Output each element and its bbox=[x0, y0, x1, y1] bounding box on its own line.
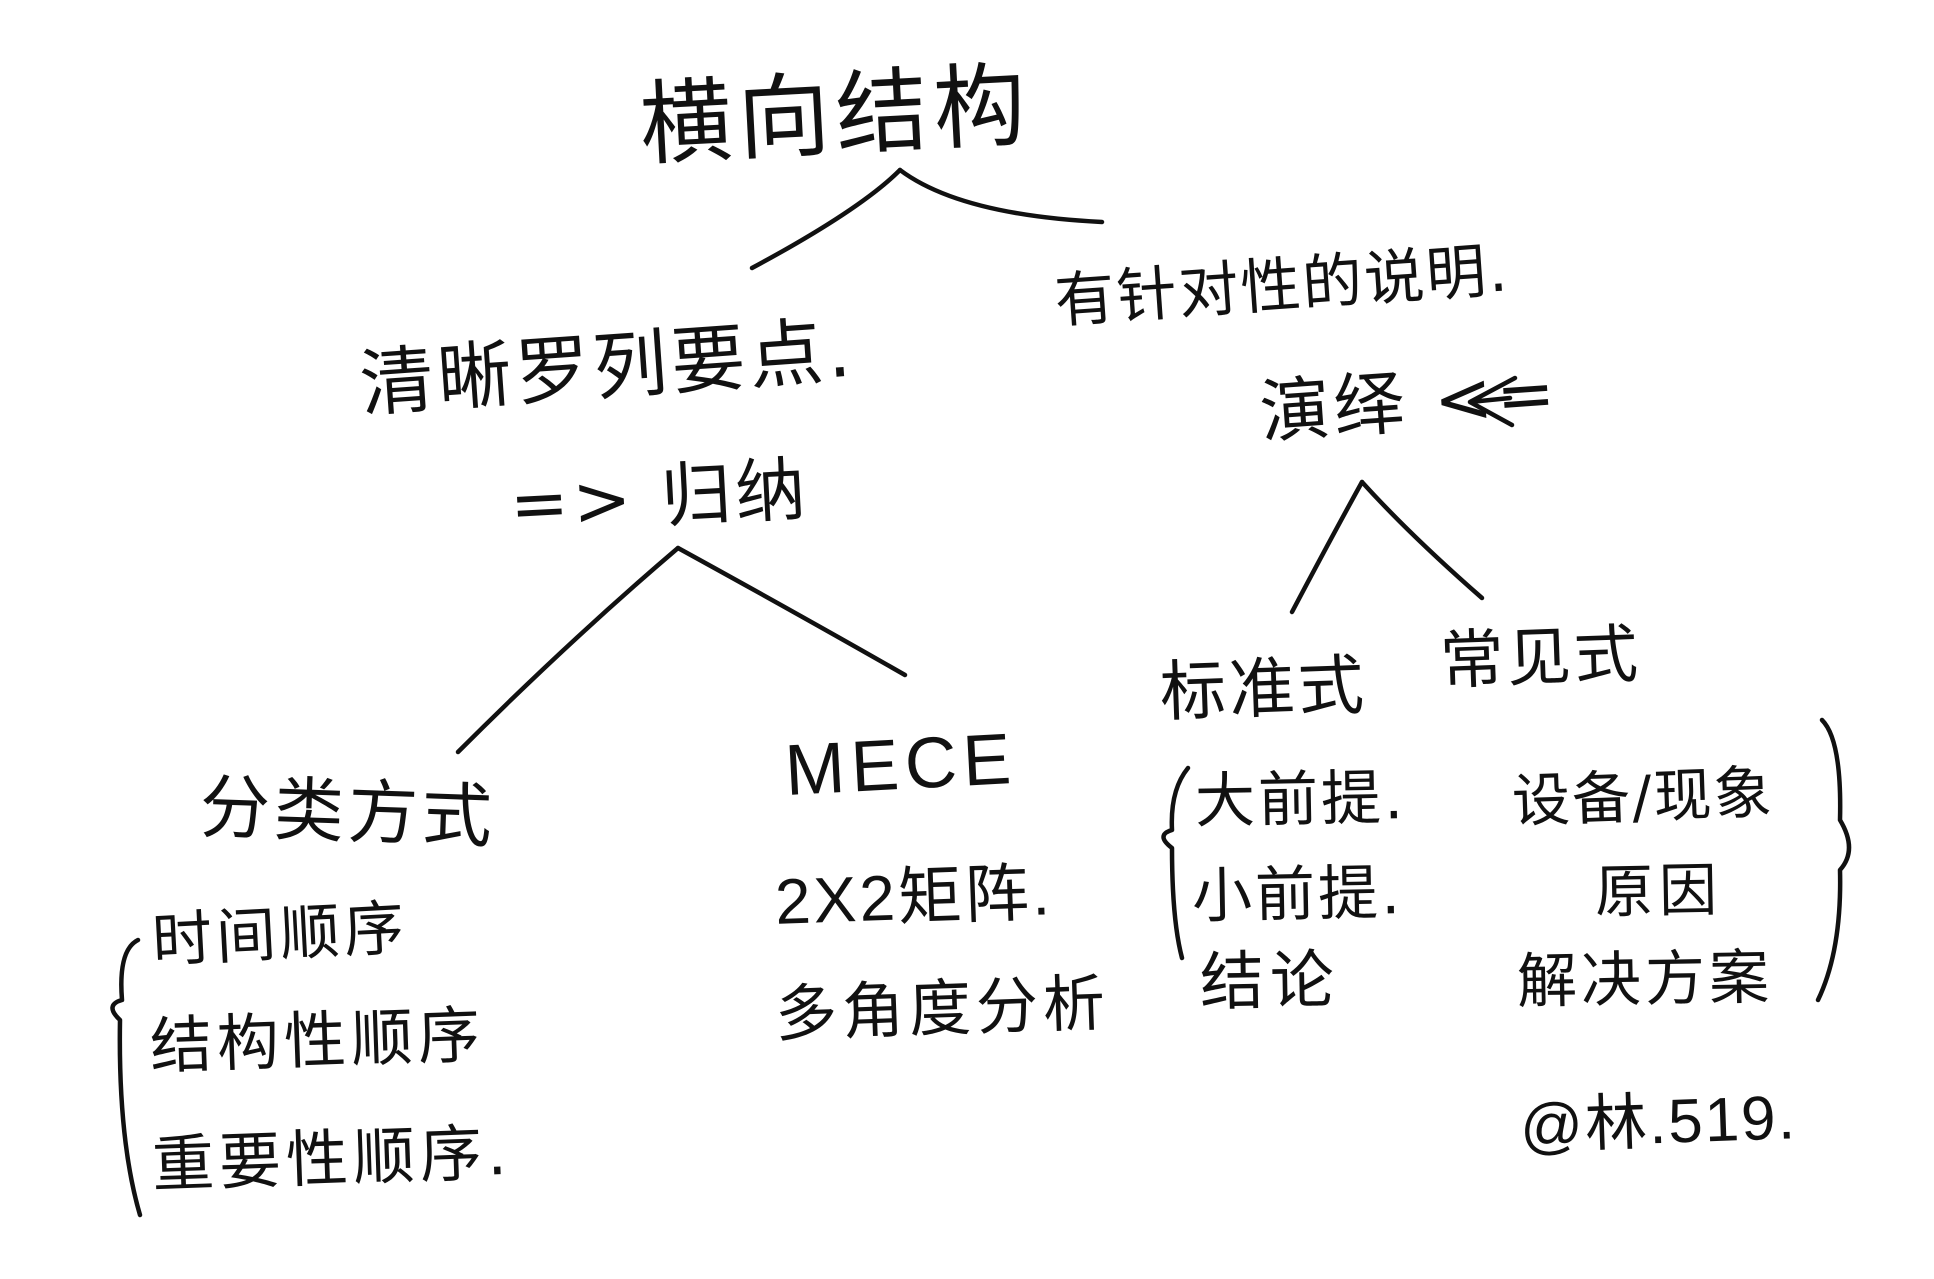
classification-item-time-order: 时间顺序 bbox=[150, 893, 410, 977]
standard-item-minor-premise: 小前提. bbox=[1191, 858, 1404, 932]
classification-item-importance-order: 重要性顺序. bbox=[150, 1115, 513, 1202]
deduction-arrow-icon bbox=[1467, 375, 1518, 428]
enumeration-title: 常见式 bbox=[1438, 618, 1643, 699]
mece-item-matrix: 2X2矩阵. bbox=[773, 856, 1054, 938]
mece-item-multi-angle: 多角度分析 bbox=[773, 966, 1112, 1051]
root-to-right-branch-connector bbox=[897, 167, 1105, 225]
induction-to-mece-connector bbox=[675, 545, 908, 678]
root-title: 横向结构 bbox=[637, 51, 1035, 179]
standard-title: 标准式 bbox=[1158, 646, 1369, 731]
enumeration-item-phenomenon: 设备/现象 bbox=[1510, 758, 1775, 836]
root-to-left-branch-connector bbox=[749, 167, 903, 271]
induction-label: => 归纳 bbox=[507, 448, 812, 546]
standard-brace bbox=[1161, 765, 1191, 961]
standard-item-major-premise: 大前提. bbox=[1194, 763, 1407, 837]
enumeration-item-solution: 解决方案 bbox=[1516, 942, 1774, 1018]
classification-item-structural-order: 结构性顺序 bbox=[148, 998, 487, 1083]
enumeration-item-cause: 原因 bbox=[1594, 855, 1724, 927]
classification-title: 分类方式 bbox=[198, 766, 498, 859]
author-signature: @林.519. bbox=[1518, 1083, 1798, 1162]
deduction-label: 演绎 <= bbox=[1257, 351, 1562, 454]
standard-item-conclusion: 结论 bbox=[1199, 943, 1341, 1021]
enumeration-brace bbox=[1815, 717, 1852, 1003]
classification-brace bbox=[110, 937, 143, 1218]
deduction-to-standard-connector bbox=[1289, 479, 1365, 615]
deduction-to-enumeration-connector bbox=[1359, 479, 1485, 601]
induction-to-classification-connector bbox=[455, 545, 681, 755]
mece-title: MECE bbox=[782, 718, 1019, 811]
